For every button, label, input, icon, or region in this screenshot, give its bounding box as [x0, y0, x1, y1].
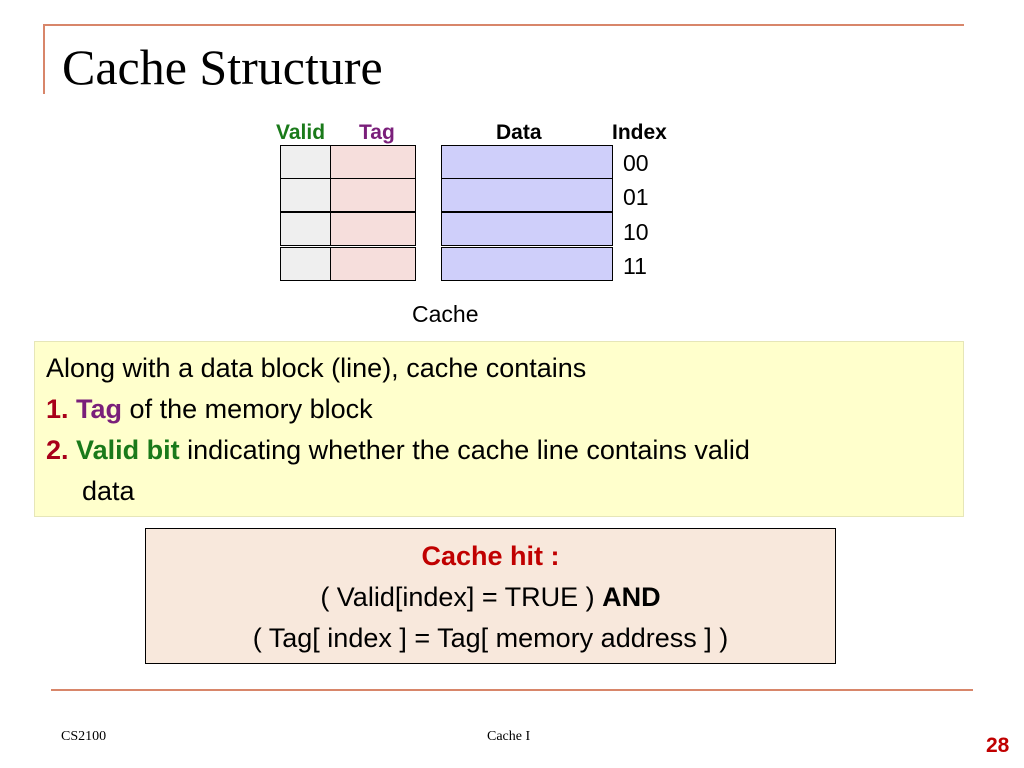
- valid-bit-keyword: Valid bit: [76, 435, 180, 465]
- item-text: indicating whether the cache line contai…: [179, 435, 750, 465]
- data-cell: [441, 178, 613, 212]
- info-item-valid-continuation: data: [82, 476, 135, 506]
- item-number: 1.: [46, 394, 69, 424]
- cache-hit-box: Cache hit : ( Valid[index] = TRUE ) AND …: [145, 528, 836, 664]
- footer-rule: [51, 689, 973, 691]
- tag-cell: [330, 212, 416, 246]
- footer-course: CS2100: [61, 729, 107, 744]
- tag-column-header: Tag: [359, 121, 395, 144]
- item-text: of the memory block: [122, 394, 373, 424]
- tag-cell: [330, 178, 416, 212]
- footer-topic: Cache I: [487, 729, 531, 744]
- valid-cell: [280, 212, 331, 246]
- condition-text: ( Valid[index] = TRUE ): [320, 582, 603, 612]
- info-item-valid: 2. Valid bit indicating whether the cach…: [46, 437, 750, 464]
- index-column-header: Index: [612, 121, 667, 144]
- index-label: 10: [623, 219, 649, 245]
- valid-column-header: Valid: [276, 121, 326, 144]
- item-number: 2.: [46, 435, 69, 465]
- index-label: 01: [623, 184, 649, 210]
- data-column-header: Data: [496, 121, 542, 144]
- index-label: 11: [623, 253, 647, 279]
- data-cell: [441, 212, 613, 246]
- cache-hit-condition-valid: ( Valid[index] = TRUE ) AND: [146, 584, 835, 611]
- valid-cell: [280, 145, 331, 179]
- cache-hit-condition-tag: ( Tag[ index ] = Tag[ memory address ] ): [252, 623, 729, 653]
- cache-hit-title: Cache hit :: [421, 541, 560, 571]
- data-cell: [441, 145, 613, 179]
- data-cell: [441, 247, 613, 281]
- cache-caption: Cache: [412, 301, 479, 327]
- info-box: Along with a data block (line), cache co…: [34, 341, 964, 517]
- tag-cell: [330, 145, 416, 179]
- info-item-tag: 1. Tag of the memory block: [46, 396, 373, 423]
- and-operator: AND: [602, 582, 661, 612]
- title-left-rule: [43, 24, 45, 94]
- info-intro: Along with a data block (line), cache co…: [46, 353, 587, 383]
- valid-cell: [280, 178, 331, 212]
- tag-cell: [330, 247, 416, 281]
- valid-cell: [280, 247, 331, 281]
- slide-title: Cache Structure: [62, 39, 383, 95]
- page-number: 28: [986, 734, 1010, 757]
- tag-keyword: Tag: [76, 394, 123, 424]
- index-label: 00: [623, 150, 649, 176]
- title-top-rule: [43, 24, 964, 26]
